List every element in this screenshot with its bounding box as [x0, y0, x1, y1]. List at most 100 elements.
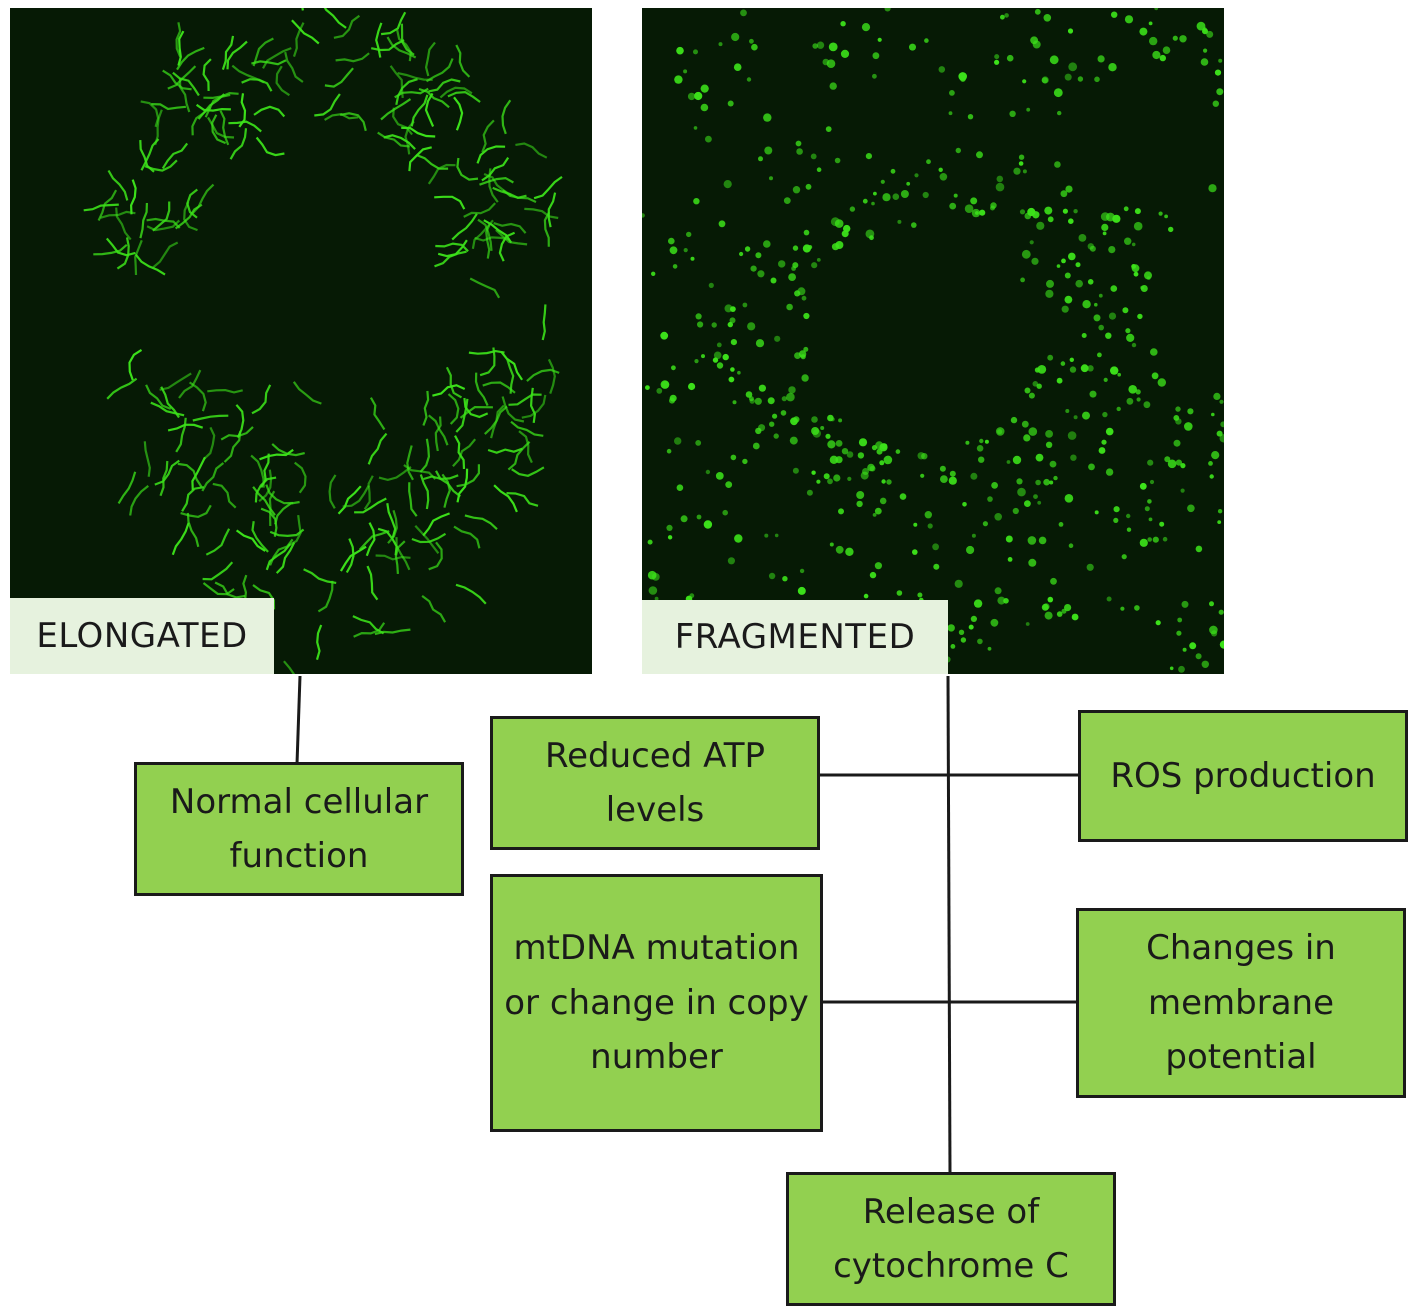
mitochondrion-filament [541, 304, 547, 341]
mitochondrion-fragment [1098, 293, 1103, 298]
mitochondrion-fragment [1027, 207, 1036, 217]
mitochondrion-filament [145, 384, 172, 410]
mitochondrion-fragment [683, 69, 688, 74]
mitochondrion-fragment [1012, 507, 1019, 515]
mitochondrion-fragment [949, 202, 957, 210]
mitochondrion-fragment [1137, 313, 1143, 320]
mitochondrion-filament [432, 384, 466, 397]
mitochondrion-filament [408, 146, 432, 172]
mitochondrion-fragment [751, 43, 758, 51]
mitochondrion-fragment [801, 295, 807, 301]
mitochondrion-fragment [786, 392, 795, 402]
mitochondrion-fragment [922, 191, 929, 199]
mitochondrion-fragment [1018, 161, 1024, 166]
mitochondrion-fragment [982, 521, 988, 527]
mitochondrion-fragment [671, 365, 676, 371]
mitochondrion-fragment [1146, 276, 1151, 280]
mitochondrion-filament [146, 217, 181, 229]
mitochondrion-fragment [970, 615, 977, 623]
mitochondrion-fragment [792, 186, 801, 194]
mitochondrion-fragment [1087, 243, 1094, 250]
mitochondrion-filament [150, 401, 185, 417]
mitochondrion-fragment [865, 153, 872, 160]
mitochondrion-fragment [862, 198, 868, 204]
mitochondrion-filament [395, 78, 418, 106]
mitochondrion-fragment [1162, 536, 1168, 542]
mitochondrion-fragment [1082, 411, 1090, 420]
mitochondrion-filament [484, 405, 508, 435]
mitochondrion-fragment [872, 52, 880, 60]
mitochondrion-fragment [1173, 415, 1180, 421]
mitochondrion-fragment [676, 46, 684, 55]
mitochondrion-fragment [1152, 536, 1159, 543]
mitochondrion-filament [143, 441, 151, 477]
mitochondrion-fragment [1087, 365, 1094, 372]
mitochondrion-filament [353, 622, 386, 638]
mitochondrion-fragment [800, 354, 806, 360]
mitochondrion-filament [105, 237, 136, 257]
mitochondrion-filament [139, 140, 155, 173]
mitochondrion-fragment [1136, 397, 1141, 402]
mitochondrion-fragment [805, 183, 812, 190]
mitochondrion-fragment [1167, 459, 1177, 469]
mitochondrion-fragment [1089, 390, 1097, 398]
mitochondrion-filament [203, 426, 216, 461]
mitochondrion-fragment [1158, 211, 1163, 216]
mitochondrion-fragment [1017, 487, 1026, 497]
mitochondrion-fragment [803, 346, 809, 352]
mitochondrion-fragment [1065, 185, 1073, 193]
mitochondrion-fragment [792, 245, 799, 251]
mitochondrion-fragment [1057, 110, 1062, 116]
mitochondrion-fragment [1094, 76, 1100, 83]
mitochondrion-fragment [953, 193, 958, 198]
mitochondrion-filament [235, 529, 266, 552]
mitochondrion-fragment [1037, 500, 1042, 505]
mitochondrion-fragment [1034, 8, 1041, 15]
mitochondrion-fragment [686, 231, 692, 238]
mitochondrion-fragment [788, 386, 796, 394]
mitochondrion-filament [238, 93, 247, 128]
mitochondrion-filament [455, 44, 471, 78]
mitochondrion-filament [441, 473, 451, 508]
mitochondrion-filament [226, 40, 248, 70]
mitochondrion-filament [352, 615, 385, 635]
mitochondrion-fragment [897, 219, 902, 224]
mitochondrion-fragment [829, 455, 839, 464]
mitochondrion-fragment [966, 545, 975, 555]
mitochondrion-fragment [716, 342, 722, 348]
mitochondrion-fragment [917, 592, 923, 598]
mitochondrion-filament [533, 176, 563, 200]
mitochondrion-fragment [1105, 468, 1114, 476]
mitochondrion-fragment [1082, 300, 1091, 309]
mitochondrion-fragment [1133, 221, 1143, 231]
mitochondrion-filament [479, 347, 496, 377]
mitochondrion-filament [375, 554, 411, 561]
mitochondrion-fragment [1049, 460, 1057, 468]
mitochondrion-fragment [816, 479, 821, 484]
mitochondrion-fragment [1098, 447, 1106, 454]
fragmented-mitochondria-image [642, 8, 1224, 674]
mitochondrion-fragment [1067, 28, 1074, 34]
mitochondrion-filament [268, 490, 276, 527]
mitochondrion-fragment [733, 63, 742, 71]
mitochondrion-fragment [997, 429, 1003, 435]
mitochondrion-fragment [1131, 342, 1137, 348]
mitochondrion-fragment [730, 367, 735, 372]
mitochondrion-fragment [971, 533, 976, 538]
mitochondrion-filament [469, 277, 501, 299]
mitochondrion-fragment [1013, 167, 1021, 175]
mitochondrion-filament [100, 210, 136, 219]
mitochondrion-fragment [695, 313, 702, 320]
mitochondrion-fragment [1111, 11, 1118, 18]
mitochondrion-fragment [729, 317, 736, 324]
mitochondrion-fragment [1064, 604, 1072, 612]
mitochondrion-fragment [764, 533, 769, 538]
mitochondrion-fragment [1006, 54, 1014, 62]
mitochondrion-filament [453, 525, 481, 549]
mitochondrion-filament [106, 377, 138, 400]
mitochondrion-fragment [1045, 289, 1054, 298]
mitochondrion-filament [419, 474, 430, 510]
mitochondrion-filament [175, 417, 187, 453]
mitochondrion-fragment [1182, 647, 1187, 652]
mitochondrion-fragment [1168, 226, 1174, 233]
